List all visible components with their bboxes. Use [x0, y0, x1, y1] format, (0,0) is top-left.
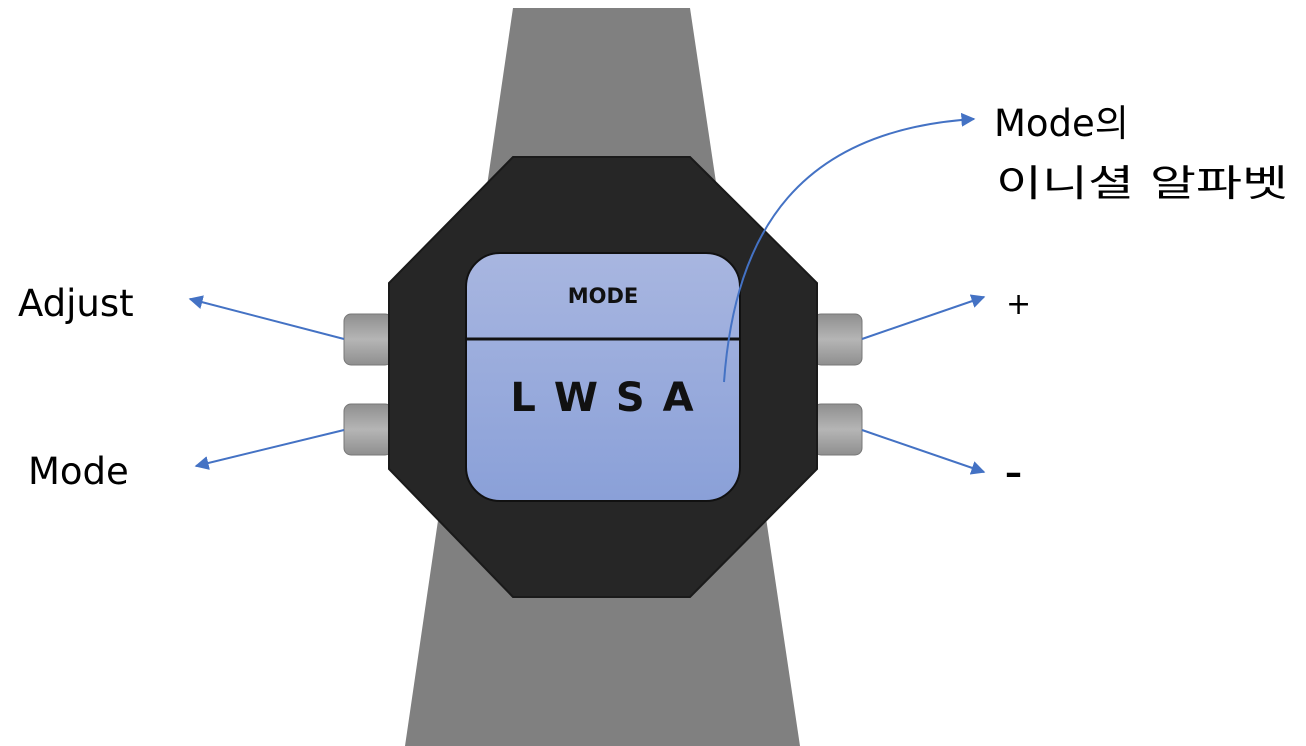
mode-button[interactable]: [343, 403, 393, 456]
watch-screen: [465, 252, 741, 502]
mode-arrow: [194, 429, 345, 470]
minus-arrow: [861, 429, 986, 475]
callout-label-line2: 이니셜 알파벳: [996, 162, 1288, 205]
screen-modes: L W S A: [510, 375, 695, 421]
adjust-button[interactable]: [343, 313, 393, 366]
plus-label: +: [1006, 287, 1031, 322]
callout-arrow: [723, 112, 976, 383]
minus-label: –: [1005, 453, 1022, 493]
screen-title: MODE: [568, 284, 639, 308]
plus-arrow: [861, 294, 986, 340]
mode-label: Mode: [28, 450, 129, 493]
adjust-label: Adjust: [18, 282, 134, 325]
minus-button[interactable]: [813, 403, 863, 456]
callout-label-line1: Mode의: [994, 102, 1129, 145]
plus-button[interactable]: [813, 313, 863, 366]
adjust-arrow: [188, 295, 345, 340]
